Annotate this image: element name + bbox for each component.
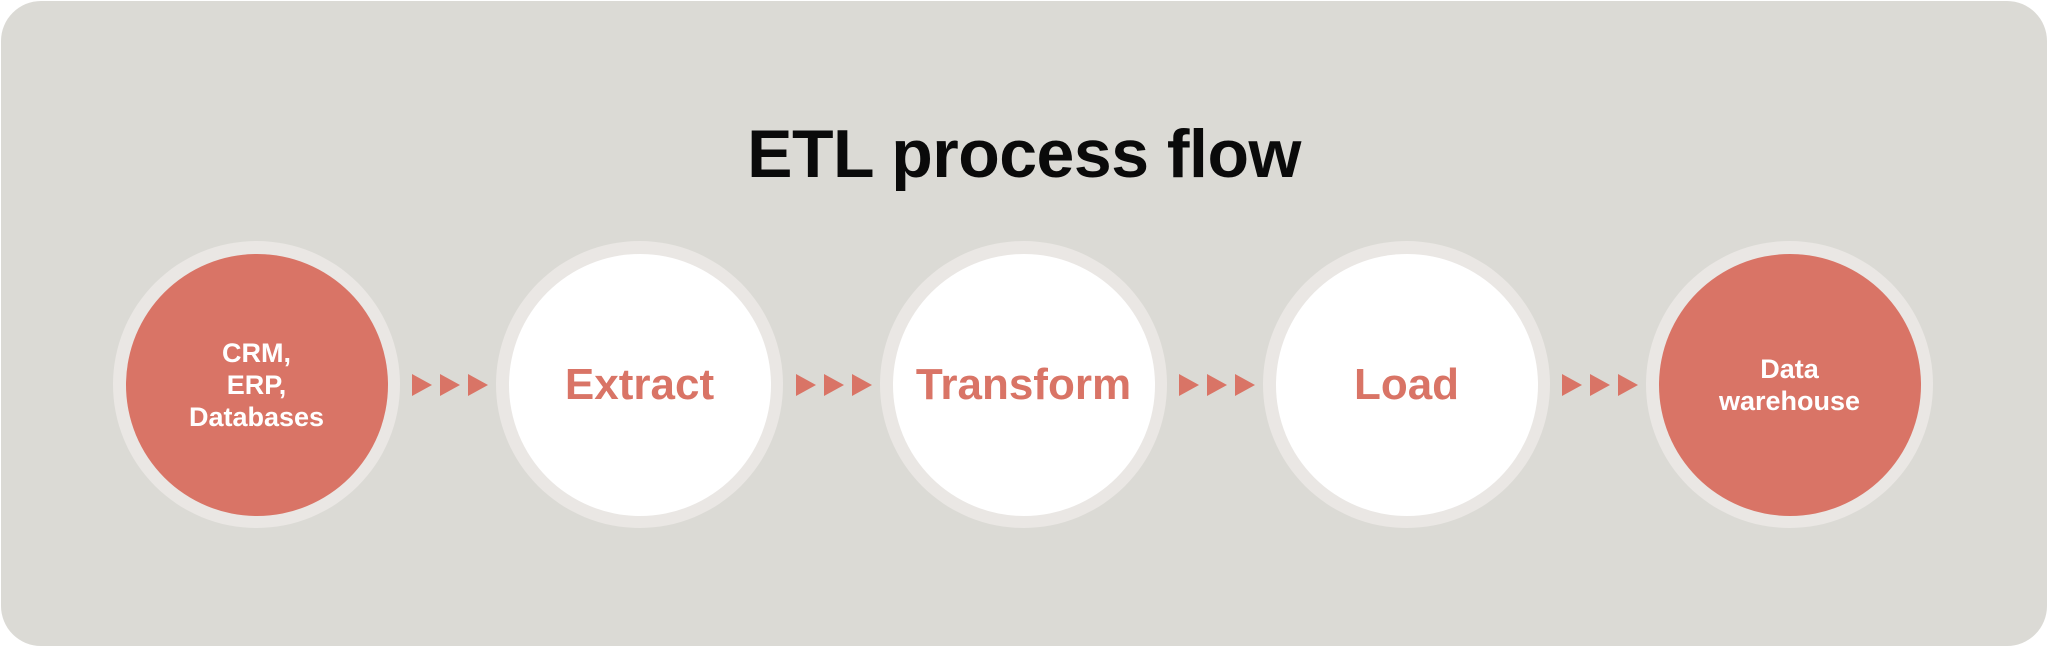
node-transform: Transform bbox=[880, 241, 1167, 528]
arrow-right-icon bbox=[1179, 374, 1199, 396]
node-extract-circle: Extract bbox=[508, 253, 771, 516]
connector-load-to-warehouse bbox=[1562, 373, 1638, 397]
node-extract-label: Extract bbox=[564, 359, 715, 409]
node-transform-circle: Transform bbox=[892, 253, 1155, 516]
node-data-warehouse-label: Data warehouse bbox=[1718, 353, 1861, 416]
arrow-right-icon bbox=[852, 374, 872, 396]
arrow-right-icon bbox=[1590, 374, 1610, 396]
node-extract: Extract bbox=[496, 241, 783, 528]
node-sources: CRM, ERP, Databases bbox=[113, 241, 400, 528]
connector-transform-to-load bbox=[1179, 373, 1255, 397]
arrow-right-icon bbox=[440, 374, 460, 396]
arrow-right-icon bbox=[1618, 374, 1638, 396]
arrow-right-icon bbox=[1207, 374, 1227, 396]
connector-extract-to-transform bbox=[796, 373, 872, 397]
node-sources-circle: CRM, ERP, Databases bbox=[125, 253, 388, 516]
arrow-right-icon bbox=[1235, 374, 1255, 396]
arrow-right-icon bbox=[824, 374, 844, 396]
arrow-right-icon bbox=[412, 374, 432, 396]
node-data-warehouse-circle: Data warehouse bbox=[1658, 253, 1921, 516]
node-load-circle: Load bbox=[1275, 253, 1538, 516]
arrow-right-icon bbox=[468, 374, 488, 396]
node-sources-label: CRM, ERP, Databases bbox=[188, 337, 325, 432]
node-load: Load bbox=[1263, 241, 1550, 528]
node-transform-label: Transform bbox=[915, 359, 1132, 409]
diagram-title: ETL process flow bbox=[747, 116, 1301, 192]
arrow-right-icon bbox=[796, 374, 816, 396]
arrow-right-icon bbox=[1562, 374, 1582, 396]
connector-sources-to-extract bbox=[412, 373, 488, 397]
node-data-warehouse: Data warehouse bbox=[1646, 241, 1933, 528]
node-load-label: Load bbox=[1353, 359, 1460, 409]
